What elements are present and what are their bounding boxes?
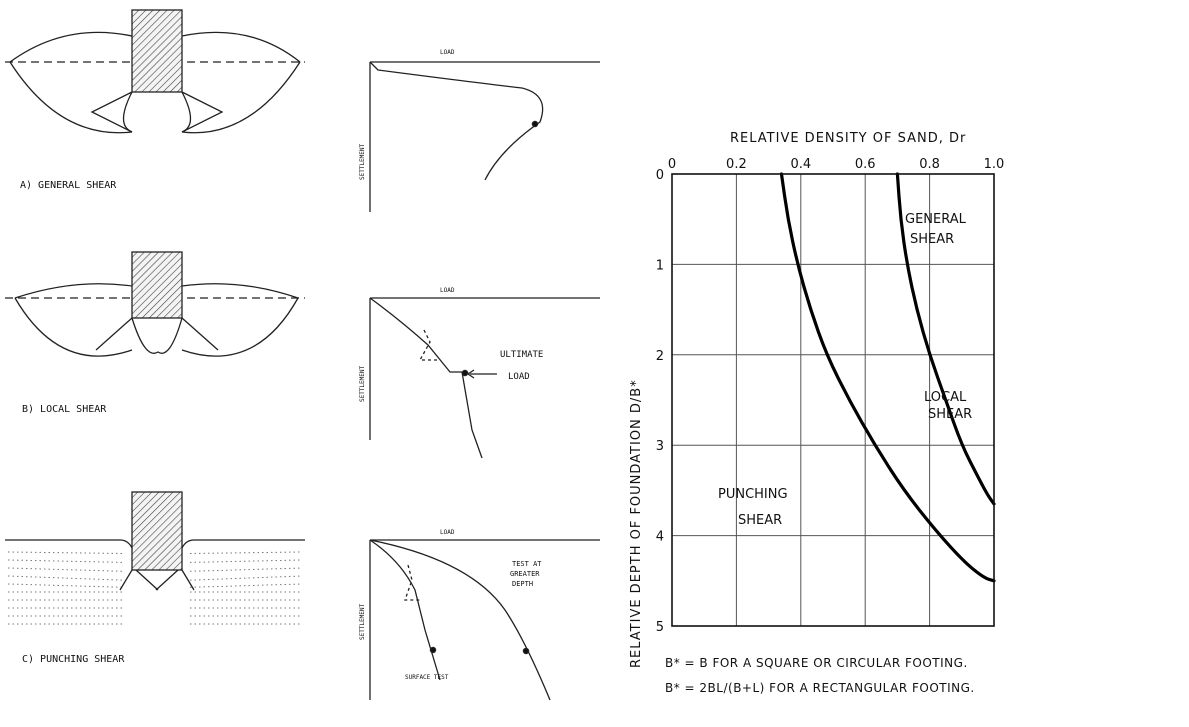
chart-frame <box>671 173 995 627</box>
greater-depth-label-line1: TEST AT <box>512 560 542 568</box>
footing-block <box>131 9 183 93</box>
wedge-base <box>131 317 183 354</box>
footnote-square: B* = B FOR A SQUARE OR CIRCULAR FOOTING. <box>665 656 968 670</box>
general-shear-curve-plot <box>369 61 600 212</box>
y-axis-label: RELATIVE DEPTH OF FOUNDATION D/B* <box>629 379 644 668</box>
ultimate-label-line2: LOAD <box>508 372 530 382</box>
heave-right <box>181 283 299 299</box>
load-axis-label: LOAD <box>440 49 455 56</box>
soil-layers <box>7 551 303 625</box>
ultimate-load-point <box>461 369 469 377</box>
step-line <box>404 564 420 601</box>
region-punching-line1: PUNCHING <box>718 487 788 502</box>
soil-layer-line <box>7 551 303 554</box>
heave-right <box>181 31 301 63</box>
y-tick-label: 5 <box>656 620 664 635</box>
local-shear-label: B) LOCAL SHEAR <box>22 404 107 415</box>
y-tick-label: 1 <box>656 258 664 273</box>
x-tick-label: 0.2 <box>726 157 747 172</box>
load-settlement-curve <box>369 297 483 459</box>
general-shear-label: A) GENERAL SHEAR <box>20 180 117 191</box>
local-shear-curve-plot <box>369 297 600 459</box>
punching-shear-label: C) PUNCHING SHEAR <box>22 654 125 665</box>
region-general-line2: SHEAR <box>910 232 954 247</box>
x-tick-label: 0.6 <box>855 157 876 172</box>
ground-left <box>5 539 133 549</box>
load-axis-label: LOAD <box>440 287 455 294</box>
relative-density-chart: RELATIVE DENSITY OF SAND, Dr RELATIVE DE… <box>629 131 1004 695</box>
wedge-right <box>181 317 219 351</box>
greater-depth-curve <box>369 539 551 701</box>
footnote-rectangular: B* = 2BL/(B+L) FOR A RECTANGULAR FOOTING… <box>665 681 975 695</box>
slip-right-inner <box>181 91 192 133</box>
footing-block <box>131 251 183 319</box>
region-local-line2: SHEAR <box>928 407 972 422</box>
boundary-curve-1 <box>779 172 996 583</box>
punching-shear-curve-plot <box>369 539 600 701</box>
y-tick-label: 4 <box>656 530 664 545</box>
settlement-axis-label: SETTLEMENT <box>359 603 366 640</box>
slip-left-outer <box>9 61 133 134</box>
boundary-curve-2 <box>895 172 996 506</box>
chart-ticks: 0 0.2 0.4 0.6 0.8 1.0 0 1 2 3 4 5 <box>656 157 1005 635</box>
greater-depth-label-line3: DEPTH <box>512 580 533 588</box>
depth-failure-point <box>522 647 530 655</box>
x-tick-label: 1.0 <box>984 157 1005 172</box>
x-tick-label: 0 <box>668 157 676 172</box>
soil-layer-line <box>7 583 303 588</box>
surface-test-label: SURFACE TEST <box>405 674 449 681</box>
general-shear-diagram <box>5 9 305 134</box>
region-general-line1: GENERAL <box>905 212 967 227</box>
load-axis-label: LOAD <box>440 529 455 536</box>
ultimate-label-line1: ULTIMATE <box>500 350 543 360</box>
y-tick-label: 2 <box>656 349 664 364</box>
greater-depth-label-line2: GREATER <box>510 570 540 578</box>
chart-curves <box>779 172 996 583</box>
surface-failure-point <box>429 646 437 654</box>
soil-layer-line <box>7 559 303 563</box>
slip-left-inner <box>122 91 133 133</box>
x-tick-label: 0.4 <box>790 157 811 172</box>
slip-right-outer <box>181 297 299 357</box>
heave-left <box>14 283 133 299</box>
settlement-axis-label: SETTLEMENT <box>359 365 366 402</box>
slip-right-outer <box>181 61 301 134</box>
slip-left-outer <box>14 297 133 357</box>
ground-right <box>181 539 305 549</box>
wedge-left <box>95 317 133 351</box>
step-line <box>418 329 440 361</box>
failure-point <box>531 120 539 128</box>
wedge-left <box>90 91 133 133</box>
local-shear-diagram <box>5 251 305 357</box>
load-settlement-curve <box>369 61 544 181</box>
wedge-right <box>181 91 224 133</box>
heave-left <box>9 31 133 63</box>
y-tick-label: 3 <box>656 439 664 454</box>
surface-test-curve <box>369 539 441 681</box>
punch-lines <box>119 569 195 591</box>
x-tick-label: 0.8 <box>919 157 940 172</box>
region-local-line1: LOCAL <box>924 390 967 405</box>
punching-shear-diagram <box>5 491 305 625</box>
region-punching-line2: SHEAR <box>738 513 782 528</box>
footing-block <box>131 491 183 571</box>
chart-title: RELATIVE DENSITY OF SAND, Dr <box>730 131 966 146</box>
settlement-axis-label: SETTLEMENT <box>359 143 366 180</box>
soil-layer-line <box>7 575 303 581</box>
soil-layer-line <box>7 567 303 572</box>
chart-grid <box>672 174 994 626</box>
y-tick-label: 0 <box>656 168 664 183</box>
